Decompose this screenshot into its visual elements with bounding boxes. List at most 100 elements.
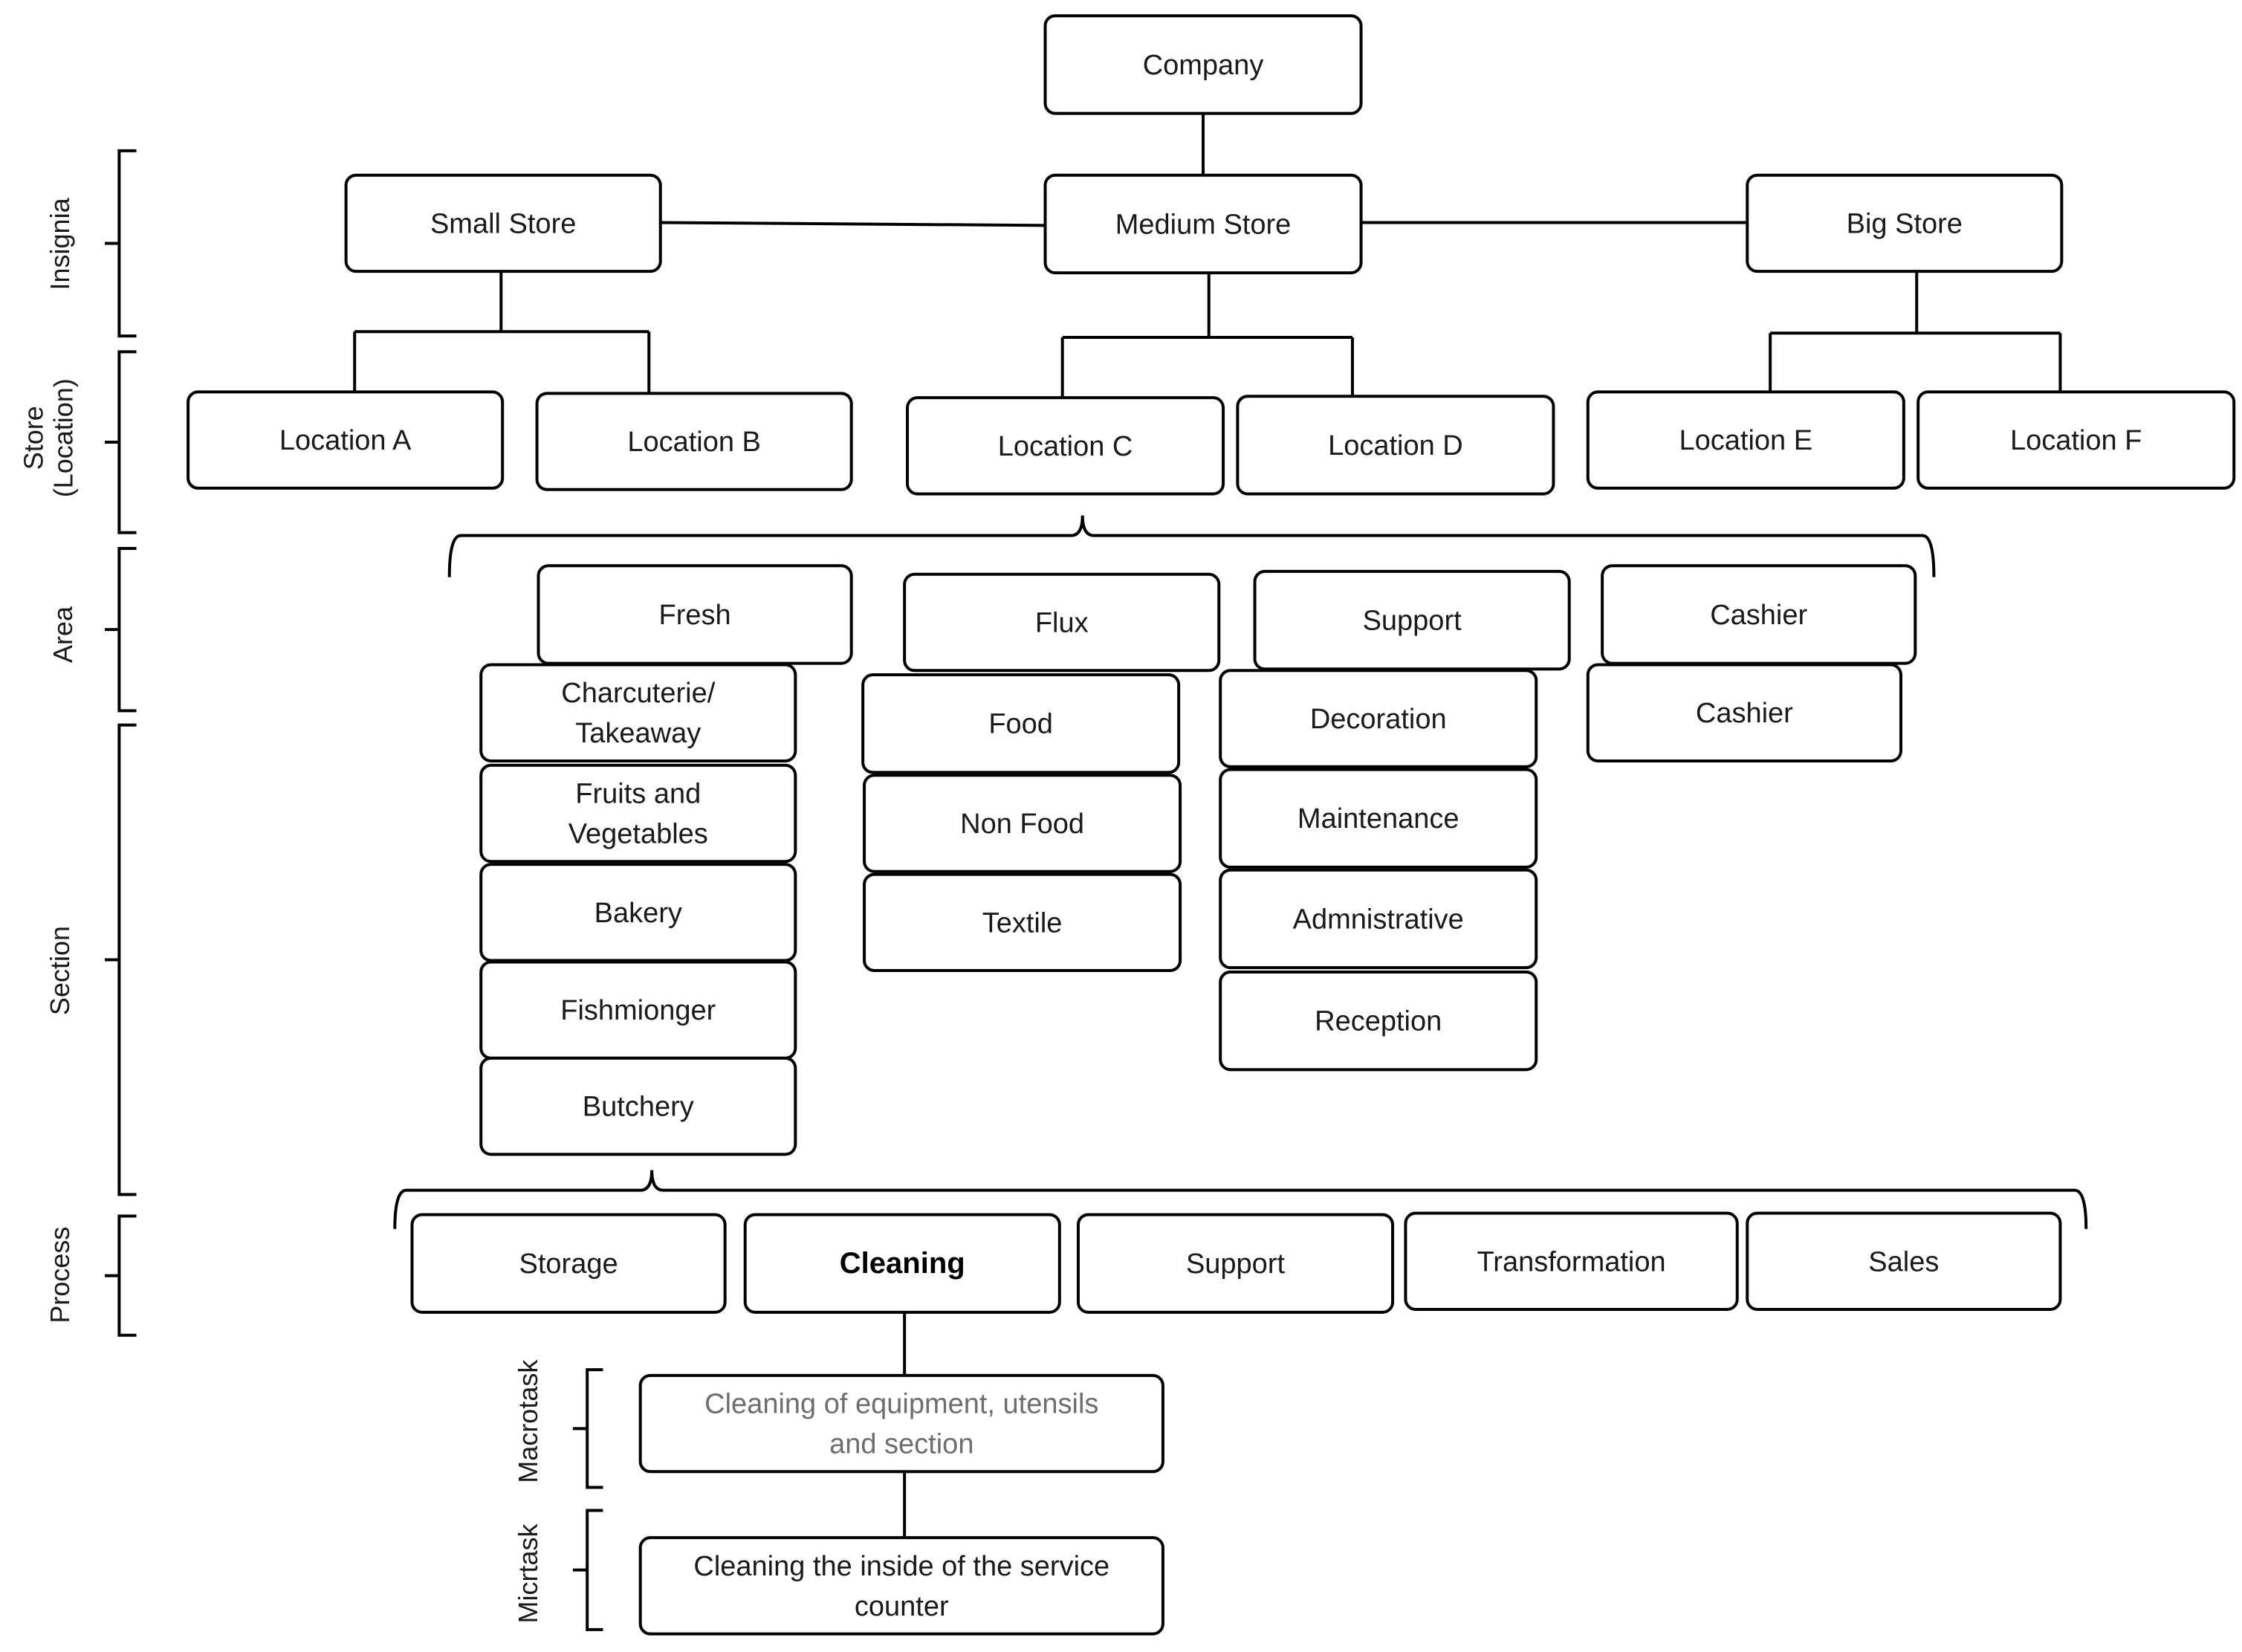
node-box: [1746, 173, 2064, 273]
node-sec-reception: Reception: [1219, 970, 1538, 1072]
node-sec-fishmonger: Fishmionger: [479, 960, 797, 1060]
node-box: [861, 673, 1181, 774]
node-box: [410, 1213, 727, 1314]
connector-lines: [353, 114, 2062, 1538]
node-big-store: Big Store: [1746, 173, 2064, 273]
macrotask-level-label: Macrotask: [513, 1359, 543, 1483]
area-level-label-text: Area: [48, 606, 78, 663]
insignia-level-label-text: Insignia: [45, 197, 75, 290]
node-loc-b: Location B: [535, 392, 853, 491]
micrtask-level-label: Micrtask: [513, 1523, 543, 1623]
node-label: Storage: [519, 1248, 618, 1280]
node-box: [1746, 1211, 2062, 1311]
level-bracket: [105, 723, 137, 1196]
node-box: [344, 173, 662, 273]
process-level-label-text: Process: [45, 1227, 75, 1324]
level-bracket: [572, 1368, 603, 1489]
node-label: Food: [988, 709, 1053, 740]
node-label: Cleaning: [840, 1247, 965, 1280]
node-label: Support: [1186, 1248, 1286, 1280]
node-area-support: Support: [1253, 569, 1571, 671]
node-proc-transformation: Transformation: [1404, 1211, 1739, 1311]
level-bracket: [105, 1214, 137, 1337]
node-box: [479, 663, 797, 762]
node-label: Takeaway: [575, 718, 701, 749]
node-label: Company: [1143, 50, 1264, 81]
store-location-level-label-text: Store: [19, 406, 49, 470]
node-area-cashier: Cashier: [1601, 564, 1917, 665]
node-label: Fruits and: [575, 778, 701, 809]
store-location-level-label-text: (Location): [48, 378, 79, 497]
node-box: [1219, 669, 1538, 768]
node-sec-textile: Textile: [863, 872, 1182, 973]
node-box: [1043, 14, 1363, 115]
node-box: [1586, 390, 1905, 490]
node-box: [1404, 1211, 1739, 1311]
store-location-level-label: Store(Location): [19, 378, 79, 497]
node-label: Medium Store: [1115, 209, 1292, 240]
node-area-flux: Flux: [903, 572, 1221, 673]
node-box: [863, 872, 1182, 973]
node-sec-bakery: Bakery: [479, 863, 797, 962]
node-sec-food: Food: [861, 673, 1181, 774]
node-box: [743, 1213, 1061, 1314]
macrotask-level-label-text: Macrotask: [513, 1359, 543, 1483]
node-label: Decoration: [1310, 704, 1447, 735]
node-label: and section: [829, 1429, 973, 1460]
node-label: Location C: [998, 431, 1133, 462]
node-label: Charcuterie/: [561, 678, 715, 709]
node-box: [535, 392, 853, 491]
node-label: Sales: [1868, 1246, 1939, 1277]
node-label: Reception: [1315, 1006, 1442, 1037]
node-label: Fresh: [659, 600, 731, 631]
level-bracket: [105, 149, 137, 338]
level-bracket: [572, 1509, 603, 1631]
area-level-label: Area: [48, 606, 78, 663]
node-label: Small Store: [430, 208, 576, 239]
node-proc-storage: Storage: [410, 1213, 727, 1314]
node-area-fresh: Fresh: [537, 564, 853, 665]
level-bracket: [105, 547, 137, 713]
node-label: Fishmionger: [560, 995, 716, 1026]
process-level-label: Process: [45, 1227, 75, 1324]
node-small-store: Small Store: [344, 173, 662, 273]
node-label: Admnistrative: [1293, 904, 1464, 935]
node-label: Vegetables: [568, 818, 708, 849]
node-box: [1219, 768, 1538, 869]
node-box: [906, 396, 1225, 496]
node-label: Location B: [627, 427, 761, 458]
node-loc-c: Location C: [906, 396, 1225, 496]
node-sec-decoration: Decoration: [1219, 669, 1538, 768]
node-label: Support: [1363, 606, 1462, 637]
node-label: Textile: [982, 907, 1063, 939]
node-loc-e: Location E: [1586, 390, 1905, 490]
node-box: [903, 572, 1221, 673]
node-label: Cleaning the inside of the service: [693, 1551, 1109, 1582]
node-box: [638, 1536, 1164, 1636]
node-label: Bakery: [594, 898, 682, 929]
node-sec-admin: Admnistrative: [1219, 868, 1538, 970]
node-label: Location F: [2010, 425, 2142, 456]
node-box: [1076, 1213, 1395, 1314]
node-box: [479, 1056, 797, 1156]
node-label: Maintenance: [1297, 803, 1459, 835]
section-level-label: Section: [45, 926, 75, 1015]
node-sec-maintenance: Maintenance: [1219, 768, 1538, 869]
node-box: [1917, 390, 2236, 490]
node-label: Location D: [1328, 430, 1463, 461]
node-label: Location E: [1679, 425, 1813, 456]
node-label: Cashier: [1696, 698, 1793, 729]
node-sec-butchery: Butchery: [479, 1056, 797, 1156]
node-microtask: Cleaning the inside of the servicecounte…: [638, 1536, 1164, 1636]
level-brackets: [105, 149, 2088, 1631]
curly-brace: [447, 515, 1936, 577]
node-box: [479, 763, 797, 864]
node-label: Cleaning of equipment, utensils: [704, 1389, 1098, 1420]
node-proc-support: Support: [1076, 1213, 1395, 1314]
node-proc-cleaning: Cleaning: [743, 1213, 1061, 1314]
node-sec-charcuterie: Charcuterie/Takeaway: [479, 663, 797, 762]
node-box: [1219, 970, 1538, 1072]
